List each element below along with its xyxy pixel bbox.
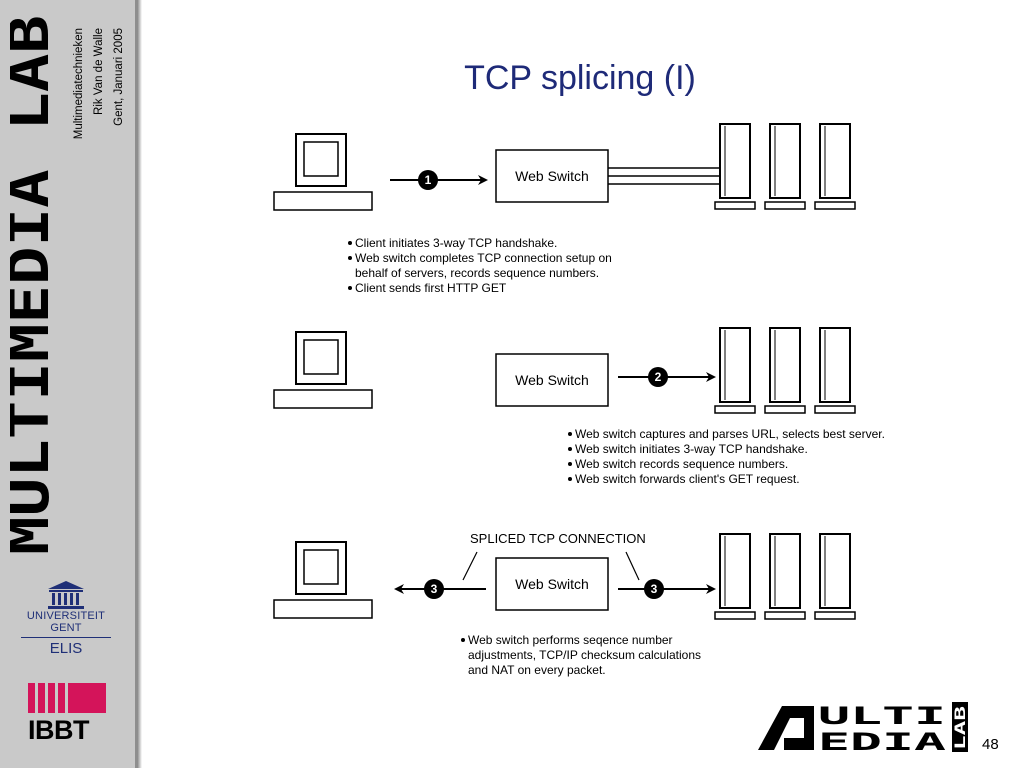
step-2-bullet: Web switch captures and parses URL, sele… xyxy=(575,427,885,441)
server-icon xyxy=(764,533,806,620)
server-icon xyxy=(714,327,756,414)
logo-ulti-text: ULTI xyxy=(818,702,946,730)
step-3-scenario: SPLICED TCP CONNECTION 3 Web Switch 3 We… xyxy=(273,531,856,677)
step-2-bullet: Web switch forwards client's GET request… xyxy=(575,472,800,486)
server-icon xyxy=(764,327,806,414)
course-date: Gent, Januari 2005 xyxy=(113,28,125,126)
spliced-pointer-left xyxy=(462,551,478,581)
step-1-bullet: Client sends first HTTP GET xyxy=(355,281,507,295)
bullet-dot xyxy=(348,256,352,260)
multimedia-lab-logo: ULTI EDIA LAB xyxy=(758,702,969,756)
client-computer-icon xyxy=(273,133,373,211)
step-3-bullet: adjustments, TCP/IP checksum calculation… xyxy=(468,648,701,662)
step-2-bullet: Web switch records sequence numbers. xyxy=(575,457,788,471)
server-icon xyxy=(764,123,806,210)
ugent-logo: UNIVERSITEIT GENT ELIS xyxy=(16,580,116,670)
spliced-connection-label: SPLICED TCP CONNECTION xyxy=(470,531,646,546)
bullet-dot xyxy=(568,462,572,466)
vertical-logo-text: MULTIMEDIA LAB xyxy=(10,15,58,555)
ibbt-text: IBBT xyxy=(28,715,90,745)
step-3-number: 3 xyxy=(431,582,438,596)
course-name: Multimediatechnieken xyxy=(73,28,85,139)
ugent-divider xyxy=(21,637,111,638)
tcp-splicing-diagram: 1 Web Switch Client initiates 3-way TCP … xyxy=(273,123,885,677)
step-3-marker-right xyxy=(644,579,664,599)
spliced-pointer-right xyxy=(625,551,640,581)
server-icon xyxy=(814,533,856,620)
web-switch-box xyxy=(495,557,609,611)
multimedia-lab-vertical-logo: MULTIMEDIA LAB xyxy=(0,10,61,555)
bullet-dot xyxy=(348,286,352,290)
ugent-line-2: GENT xyxy=(50,622,82,634)
step-1-bullet: Client initiates 3-way TCP handshake. xyxy=(355,236,557,250)
client-computer-icon xyxy=(273,331,373,409)
web-switch-box xyxy=(495,353,609,407)
bullet-dot xyxy=(461,638,465,642)
bullet-dot xyxy=(568,477,572,481)
client-computer-icon xyxy=(273,541,373,619)
slide-title: TCP splicing (I) xyxy=(464,59,696,97)
bullet-dot xyxy=(568,432,572,436)
sidebar: MULTIMEDIA LAB Multimediatechnieken Rik … xyxy=(0,0,138,768)
step-2-bullet: Web switch initiates 3-way TCP handshake… xyxy=(575,442,808,456)
author-name: Rik Van de Walle xyxy=(93,28,105,115)
ibbt-bars-icon xyxy=(28,683,106,713)
elis-label: ELIS xyxy=(49,640,83,657)
step-3-bullet: Web switch performs seqence number xyxy=(468,633,673,647)
page-number: 48 xyxy=(982,736,999,753)
course-info: Multimediatechnieken Rik Van de Walle Ge… xyxy=(60,8,134,183)
step-2-number: 2 xyxy=(655,370,662,384)
bullet-dot xyxy=(348,241,352,245)
ugent-line-1: UNIVERSITEIT xyxy=(26,610,106,622)
web-switch-label: Web Switch xyxy=(515,168,589,184)
logo-lab-text: LAB xyxy=(953,706,969,750)
server-icon xyxy=(814,123,856,210)
ibbt-logo: IBBT xyxy=(28,683,108,753)
step-1-scenario: 1 Web Switch Client initiates 3-way TCP … xyxy=(273,123,856,295)
step-2-scenario: Web Switch 2 Web switch captures and par… xyxy=(273,327,885,486)
step-3-number: 3 xyxy=(651,582,658,596)
step-3-marker-left xyxy=(424,579,444,599)
logo-edia-text: EDIA xyxy=(818,728,947,756)
step-1-bullet: behalf of servers, records sequence numb… xyxy=(355,266,599,280)
step-1-marker xyxy=(418,170,438,190)
step-1-bullet: Web switch completes TCP connection setu… xyxy=(355,251,612,265)
web-switch-label: Web Switch xyxy=(515,372,589,388)
step-2-marker xyxy=(648,367,668,387)
server-icon xyxy=(814,327,856,414)
server-icon xyxy=(714,533,756,620)
web-switch-label: Web Switch xyxy=(515,576,589,592)
step-3-bullet: and NAT on every packet. xyxy=(468,663,606,677)
logo-m-mark xyxy=(758,706,814,750)
university-building-icon xyxy=(48,581,84,609)
step-1-number: 1 xyxy=(425,173,432,187)
server-icon xyxy=(714,123,756,210)
sidebar-shadow xyxy=(138,0,142,768)
bullet-dot xyxy=(568,447,572,451)
